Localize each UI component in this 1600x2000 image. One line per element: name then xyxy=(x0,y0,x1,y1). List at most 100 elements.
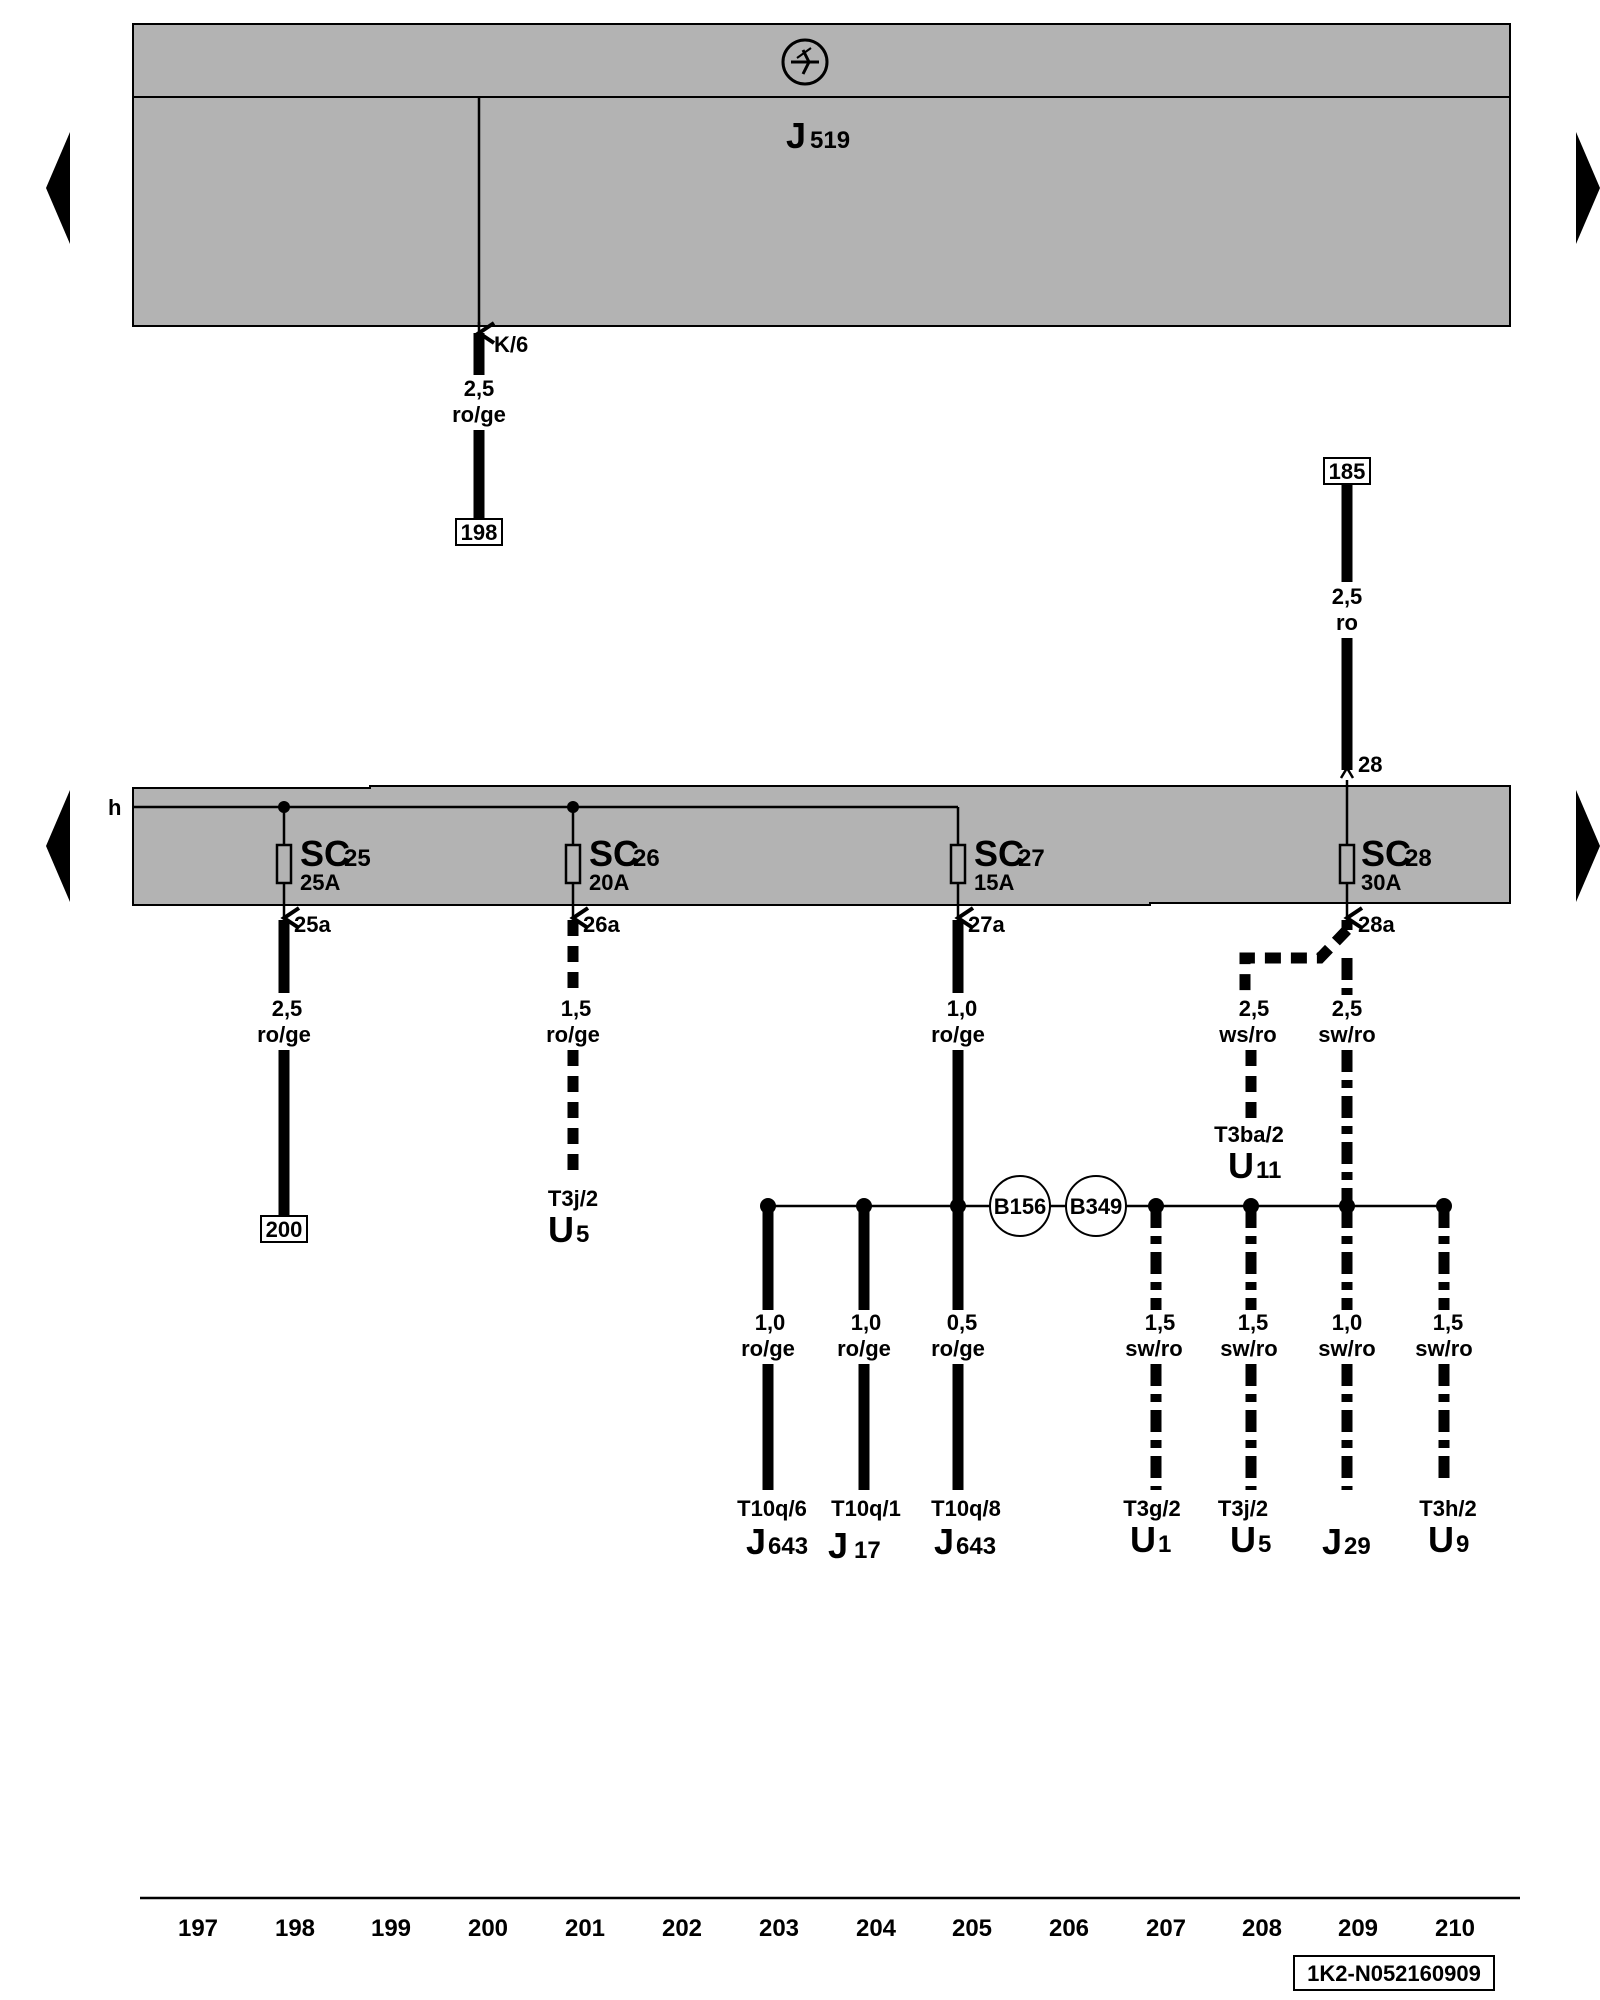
fuse-sc25[interactable]: SC25 25A 25a xyxy=(275,807,371,937)
svg-text:1,5: 1,5 xyxy=(561,996,592,1021)
pin-label: 25a xyxy=(294,912,331,937)
svg-text:sw/ro: sw/ro xyxy=(1125,1336,1182,1361)
component-label: U5 xyxy=(1230,1519,1271,1560)
fuse-name: SC26 xyxy=(589,833,660,874)
pin-label: 27a xyxy=(968,912,1005,937)
connector-label: T3g/2 xyxy=(1123,1496,1180,1521)
bottom-wire: 1,5 sw/ro T3j/2 U5 xyxy=(1218,1206,1278,1560)
svg-text:ws/ro: ws/ro xyxy=(1218,1022,1276,1047)
rail-label: h xyxy=(108,795,121,820)
column-number: 207 xyxy=(1146,1915,1186,1942)
column-ruler: 197 198 199 200 201 202 203 204 205 206 … xyxy=(140,1896,1520,1942)
fuse-name: SC28 xyxy=(1361,833,1432,874)
bottom-wire: 1,0 ro/ge T10q/6 J643 xyxy=(737,1206,808,1562)
svg-text:sw/ro: sw/ro xyxy=(1220,1336,1277,1361)
column-number: 209 xyxy=(1338,1915,1378,1942)
arrow-left-icon[interactable] xyxy=(46,790,70,902)
component-label: U11 xyxy=(1228,1145,1281,1186)
fuse-sc26[interactable]: SC26 20A 26a xyxy=(564,807,660,937)
fuse-rating: 30A xyxy=(1361,870,1401,895)
svg-text:ro/ge: ro/ge xyxy=(837,1336,891,1361)
fuse-rating: 15A xyxy=(974,870,1014,895)
page-ref[interactable]: 185 xyxy=(1329,459,1366,484)
fuse-rating: 25A xyxy=(300,870,340,895)
svg-text:1,5: 1,5 xyxy=(1145,1310,1176,1335)
svg-text:1,5: 1,5 xyxy=(1238,1310,1269,1335)
arrow-right-icon[interactable] xyxy=(1576,790,1600,902)
connector-label: T3h/2 xyxy=(1419,1496,1476,1521)
pin-label: K/6 xyxy=(494,332,528,357)
svg-text:2,5: 2,5 xyxy=(1332,996,1363,1021)
wire-size: 2,5 xyxy=(1332,584,1363,609)
arrow-left-icon[interactable] xyxy=(46,132,70,244)
pin-label: 28 xyxy=(1358,752,1382,777)
wire-sc26: 1,5 ro/ge T3j/2 U5 xyxy=(546,920,600,1250)
fuse-sc28[interactable]: SC28 30A 28a xyxy=(1338,833,1432,937)
connector-label: T3j/2 xyxy=(548,1186,598,1211)
component-label: U5 xyxy=(548,1209,589,1250)
bottom-wire: 0,5 ro/ge T10q/8 J643 xyxy=(931,1206,1001,1562)
pin-label: 26a xyxy=(583,912,620,937)
component-label: J643 xyxy=(934,1521,996,1562)
connector-label: T3ba/2 xyxy=(1214,1122,1284,1147)
column-number: 201 xyxy=(565,1915,605,1942)
column-number: 204 xyxy=(856,1915,897,1942)
wire-u11: 2,5 ws/ro T3ba/2 U11 xyxy=(1214,996,1284,1186)
column-number: 205 xyxy=(952,1915,992,1942)
fuse-sc27[interactable]: SC27 15A 27a xyxy=(949,833,1045,937)
fuse-name: SC25 xyxy=(300,833,371,874)
connector-label: T10q/8 xyxy=(931,1496,1001,1521)
component-label: U1 xyxy=(1130,1519,1171,1560)
svg-text:1,0: 1,0 xyxy=(1332,1310,1363,1335)
bottom-wire: 1,5 sw/ro T3g/2 U1 xyxy=(1123,1206,1183,1560)
arrow-right-icon[interactable] xyxy=(1576,132,1600,244)
fuse-name: SC27 xyxy=(974,833,1045,874)
feed-wire: 185 2,5 ro 28 xyxy=(1323,457,1382,779)
svg-text:ro/ge: ro/ge xyxy=(257,1022,311,1047)
column-number: 208 xyxy=(1242,1915,1282,1942)
component-label: J643 xyxy=(746,1521,808,1562)
svg-text:sw/ro: sw/ro xyxy=(1318,1336,1375,1361)
column-number: 210 xyxy=(1435,1915,1475,1942)
page-ref[interactable]: 198 xyxy=(461,520,498,545)
column-number: 203 xyxy=(759,1915,799,1942)
svg-text:2,5: 2,5 xyxy=(1239,996,1270,1021)
connector-label: T10q/1 xyxy=(831,1496,901,1521)
wire-sc27: 1,0 ro/ge xyxy=(931,920,985,1206)
splice-label: B156 xyxy=(994,1194,1047,1219)
electronics-symbol-icon xyxy=(781,38,829,86)
svg-text:sw/ro: sw/ro xyxy=(1318,1022,1375,1047)
fuse-box: h xyxy=(108,780,1511,906)
pin-label: 28a xyxy=(1358,912,1395,937)
connector-label: T10q/6 xyxy=(737,1496,807,1521)
wire-sc28: 2,5 sw/ro xyxy=(1239,920,1376,1206)
svg-text:1,0: 1,0 xyxy=(755,1310,786,1335)
svg-text:1,0: 1,0 xyxy=(947,996,978,1021)
column-number: 197 xyxy=(178,1915,218,1942)
svg-text:ro/ge: ro/ge xyxy=(931,1336,985,1361)
page-ref[interactable]: 200 xyxy=(266,1217,303,1242)
svg-text:ro/ge: ro/ge xyxy=(546,1022,600,1047)
wire-size: 2,5 xyxy=(464,376,495,401)
svg-text:1,5: 1,5 xyxy=(1433,1310,1464,1335)
svg-text:sw/ro: sw/ro xyxy=(1415,1336,1472,1361)
wire-color: ro/ge xyxy=(452,402,506,427)
splice-label: B349 xyxy=(1070,1194,1123,1219)
svg-text:ro/ge: ro/ge xyxy=(931,1022,985,1047)
connector-label: T3j/2 xyxy=(1218,1496,1268,1521)
column-number: 199 xyxy=(371,1915,411,1942)
svg-text:1,0: 1,0 xyxy=(851,1310,882,1335)
svg-text:0,5: 0,5 xyxy=(947,1310,978,1335)
svg-text:2,5: 2,5 xyxy=(272,996,303,1021)
column-number: 206 xyxy=(1049,1915,1089,1942)
column-number: 200 xyxy=(468,1915,508,1942)
wire-color: ro xyxy=(1336,610,1358,635)
doc-id: 1K2-N052160909 xyxy=(1307,1961,1481,1986)
column-number: 202 xyxy=(662,1915,702,1942)
wire-sc25: 2,5 ro/ge 200 xyxy=(257,920,311,1243)
